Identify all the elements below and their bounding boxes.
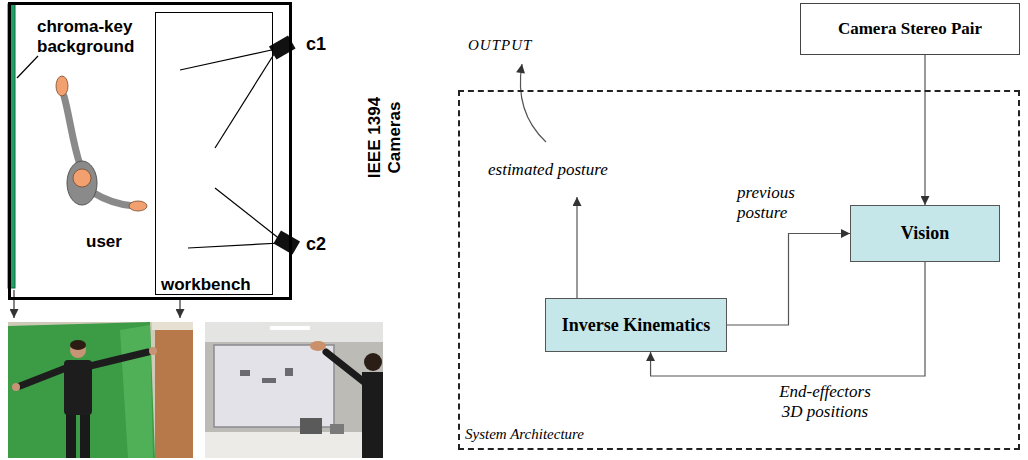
- photo-chroma-key: [8, 322, 193, 458]
- background-label: chroma-key background: [37, 17, 162, 56]
- screen-mark: [285, 368, 293, 376]
- view-line: [215, 188, 281, 240]
- process-box: Inverse Kinematics: [545, 298, 727, 352]
- door: [155, 330, 193, 458]
- output-arrow-label: estimated posture: [488, 160, 608, 180]
- photo-arrow: [13, 290, 14, 318]
- output-arrow: [576, 197, 577, 298]
- connector-arrow: [924, 55, 925, 205]
- box-title: Camera Stereo Pair: [838, 19, 982, 39]
- camera-type-label: IEEE 1394 Cameras: [365, 88, 404, 188]
- ceiling-light: [270, 326, 310, 330]
- person-leg: [66, 410, 76, 458]
- region-title: System Architecture: [465, 426, 584, 443]
- camera-view-lines: [180, 49, 281, 248]
- person-leg: [80, 410, 90, 458]
- user-arm: [64, 96, 80, 165]
- view-line: [215, 51, 276, 148]
- user-hand: [56, 76, 68, 96]
- camera-symbol: [273, 230, 300, 254]
- person-arm: [326, 352, 364, 382]
- person-hand: [310, 341, 326, 351]
- screen-mark: [240, 370, 250, 376]
- person-hand: [12, 383, 20, 391]
- person-hand: [149, 347, 157, 355]
- equipment: [300, 418, 322, 434]
- camera-box: Camera Stereo Pair: [800, 3, 1020, 55]
- camera-label: c1: [306, 34, 326, 55]
- user-figure: [56, 76, 147, 211]
- green-cloth: [8, 322, 155, 458]
- system-region: System Architecture VisionInverse Kinemat…: [458, 90, 1020, 450]
- projection-screen: [214, 345, 334, 427]
- door-frame: [152, 322, 193, 330]
- process-box: Vision: [850, 205, 1000, 262]
- user-arm: [92, 192, 134, 206]
- photo-workbench: [205, 322, 383, 458]
- workbench-label: workbench: [161, 275, 251, 295]
- box-title: Vision: [901, 223, 949, 244]
- photo-ground: [8, 322, 193, 458]
- user-label: user: [86, 232, 122, 252]
- edge-label: previous posture: [737, 183, 815, 222]
- person-hair: [70, 340, 86, 350]
- box-title: Inverse Kinematics: [562, 315, 710, 336]
- person-arm: [90, 352, 148, 366]
- output-curve: [520, 64, 546, 142]
- workbench-area: workbench: [155, 12, 273, 295]
- view-line: [180, 49, 276, 70]
- output-label: OUTPUT: [468, 37, 532, 54]
- equipment: [330, 424, 344, 434]
- camera-label: c2: [306, 234, 326, 255]
- leader-line: [17, 56, 38, 78]
- screen-mark: [262, 378, 276, 383]
- desk: [205, 432, 383, 458]
- connector-arrow: [727, 234, 850, 326]
- cloth-fold: [120, 325, 153, 458]
- view-line: [188, 243, 281, 248]
- setup-room: chroma-key background user workbench: [8, 2, 292, 300]
- user-head: [73, 169, 91, 187]
- person-head: [364, 353, 382, 371]
- photo-ground: [205, 322, 383, 458]
- ceiling: [205, 322, 383, 342]
- user-hand: [129, 201, 147, 211]
- edge-label: End-effectors 3D positions: [770, 382, 880, 421]
- photo-arrow: [179, 300, 180, 318]
- user-body: [67, 161, 97, 205]
- person-arm: [20, 368, 66, 386]
